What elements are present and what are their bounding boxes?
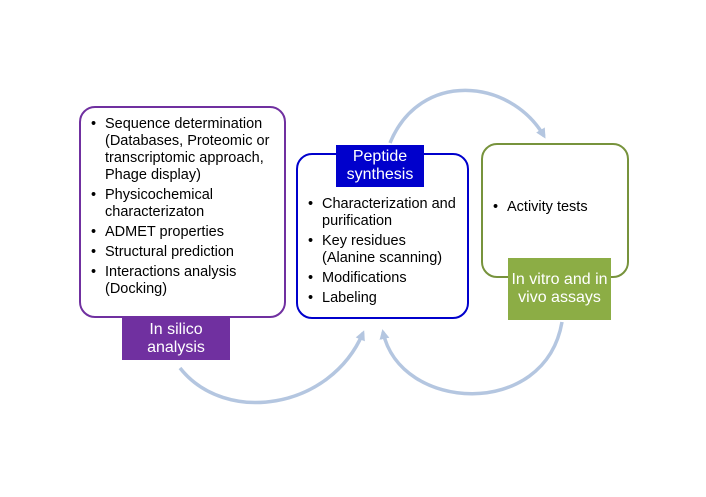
in-silico-list: Sequence determination (Databases, Prote… — [89, 116, 278, 298]
assays-list: Activity tests — [491, 199, 623, 216]
list-item: Physicochemical characterizaton — [89, 187, 278, 221]
list-item: ADMET properties — [89, 224, 278, 241]
arrow-peptide-to-assay — [388, 88, 546, 144]
list-item: Activity tests — [491, 199, 623, 216]
list-item: Interactions analysis (Docking) — [89, 264, 278, 298]
list-item: Structural prediction — [89, 244, 278, 261]
list-item: Characterization and purification — [306, 196, 463, 230]
in-silico-box: Sequence determination (Databases, Prote… — [79, 106, 286, 318]
assays-box: Activity tests — [481, 143, 629, 278]
list-item: Labeling — [306, 290, 463, 307]
in-silico-label: In silico analysis — [122, 318, 230, 360]
list-item: Modifications — [306, 270, 463, 287]
list-item: Key residues (Alanine scanning) — [306, 233, 463, 267]
arrow-silico-to-peptide — [178, 330, 365, 405]
list-item: Sequence determination (Databases, Prote… — [89, 116, 278, 184]
peptide-synthesis-list: Characterization and purification Key re… — [306, 196, 463, 307]
in-vitro-in-vivo-label: In vitro and in vivo assays — [508, 258, 611, 320]
arrow-assay-to-peptide — [379, 321, 564, 396]
peptide-synthesis-label: Peptide synthesis — [336, 145, 424, 187]
